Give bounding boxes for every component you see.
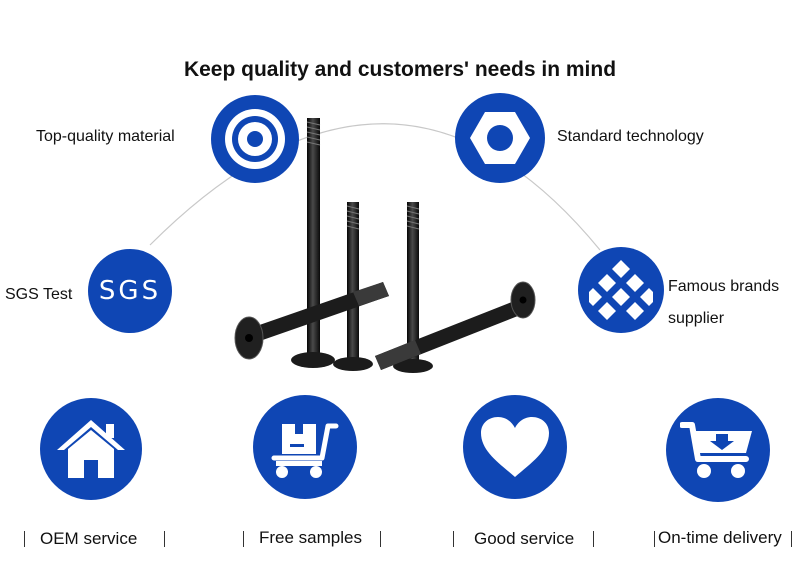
sgs-test-badge: SGS	[88, 249, 172, 333]
separator	[243, 531, 244, 547]
separator	[593, 531, 594, 547]
free-samples-label: Free samples	[259, 528, 362, 547]
standard-technology-label: Standard technology	[557, 128, 704, 145]
sgs-icon: SGS	[98, 276, 162, 306]
on-time-delivery-label: On-time delivery	[658, 528, 782, 547]
house-icon	[57, 420, 125, 478]
good-service-badge	[463, 395, 567, 499]
separator	[453, 531, 454, 547]
separator	[654, 531, 655, 547]
shopping-cart-icon	[680, 422, 752, 478]
separator	[164, 531, 165, 547]
product-image-screws	[234, 118, 536, 373]
screw-vertical-1	[291, 118, 335, 368]
separator	[791, 531, 792, 547]
screw-vertical-3	[393, 202, 433, 373]
free-samples-badge	[253, 395, 357, 499]
standard-technology-badge	[455, 93, 545, 183]
screw-diagonal-right	[375, 281, 536, 370]
page-title: Keep quality and customers' needs in min…	[183, 58, 617, 81]
screw-vertical-2	[333, 202, 373, 371]
heart-icon	[481, 417, 549, 477]
separator	[24, 531, 25, 547]
top-quality-material-badge	[211, 95, 299, 183]
famous-brands-badge	[578, 247, 664, 333]
hex-nut-icon	[470, 112, 530, 164]
famous-brands-label-line1: Famous brands	[668, 278, 780, 295]
on-time-delivery-badge	[666, 398, 770, 502]
oem-service-label: OEM service	[40, 529, 138, 548]
oem-service-badge	[40, 398, 142, 500]
good-service-label: Good service	[474, 529, 575, 548]
screw-diagonal-left	[234, 282, 389, 360]
famous-brands-label-line2: supplier	[668, 310, 725, 327]
top-quality-material-label: Top-quality material	[36, 128, 175, 145]
target-icon	[225, 109, 285, 169]
sgs-test-label: SGS Test	[5, 286, 73, 303]
diamond-grid-icon	[589, 260, 653, 320]
separator	[380, 531, 381, 547]
package-cart-icon	[271, 423, 339, 478]
